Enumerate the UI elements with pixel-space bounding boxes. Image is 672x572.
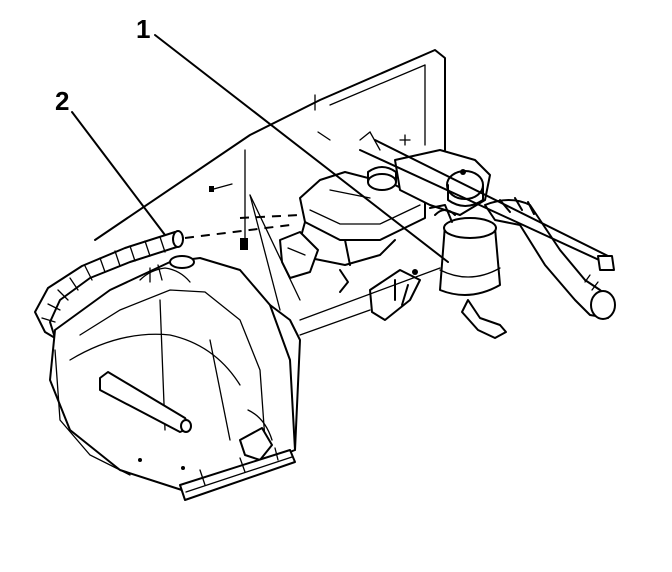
mounting-studs: [209, 131, 331, 311]
hvac-module-housing: [49, 255, 301, 493]
alignment-dashes: [184, 214, 301, 239]
coolant-reservoir: [299, 166, 426, 266]
callout-1-leader: [154, 34, 449, 263]
callout-2-leader: [71, 111, 166, 236]
outlet-hose-right: [484, 197, 616, 320]
callout-1-label: 1: [136, 14, 150, 44]
reservoir-bracket: [279, 231, 421, 321]
callout-2-label: 2: [55, 86, 69, 116]
leader-lines: [71, 34, 449, 263]
dash-panel: [94, 49, 446, 241]
bracket-and-bolt: [359, 139, 615, 271]
base-plate: [138, 447, 296, 501]
floor-line: [299, 267, 441, 336]
lower-outlet-pipe: [461, 299, 507, 339]
